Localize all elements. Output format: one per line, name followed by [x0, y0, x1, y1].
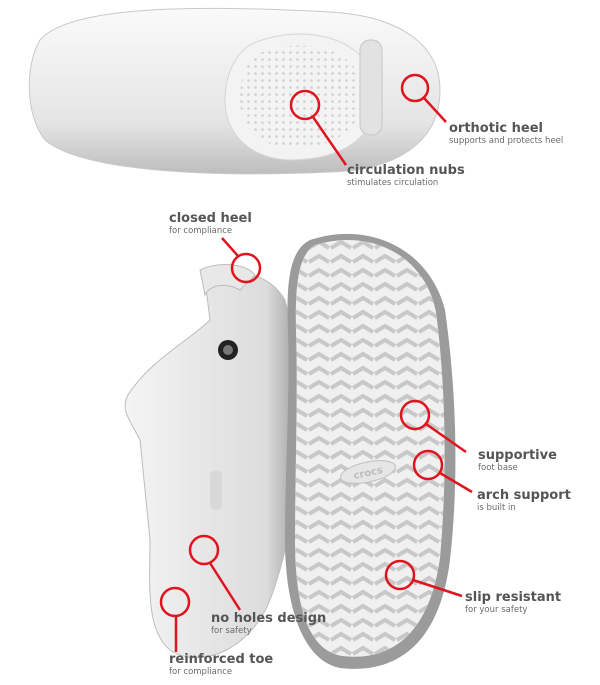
- side-view-clog: [124, 264, 303, 659]
- callout-title: circulation nubs: [347, 163, 465, 178]
- callout-no-holes-design: no holes design for safety: [211, 611, 326, 637]
- callout-title: no holes design: [211, 611, 327, 626]
- top-view-clog: [28, 7, 441, 175]
- callout-title: orthotic heel: [449, 121, 543, 136]
- marker-circulation-nubs: [289, 89, 321, 121]
- callout-subtitle: supports and protects heel: [449, 136, 564, 146]
- marker-closed-heel: [230, 252, 262, 284]
- callout-title: reinforced toe: [169, 652, 274, 667]
- callout-subtitle: is built in: [477, 503, 516, 513]
- callout-supportive: supportive foot base: [478, 448, 557, 474]
- callout-subtitle: for your safety: [465, 605, 528, 615]
- callout-subtitle: foot base: [478, 463, 518, 473]
- callout-subtitle: stimulates circulation: [347, 178, 439, 188]
- marker-arch-support: [412, 449, 444, 481]
- callout-title: slip resistant: [465, 590, 562, 605]
- callout-markers: [159, 73, 473, 652]
- sole-view-clog: crocs: [285, 233, 456, 669]
- callout-circulation-nubs: circulation nubs stimulates circulation: [347, 163, 465, 189]
- marker-orthotic-heel: [400, 73, 430, 103]
- callout-subtitle: for compliance: [169, 667, 233, 677]
- callout-slip-resistant: slip resistant for your safety: [465, 590, 561, 616]
- marker-no-holes-design: [188, 534, 220, 566]
- callout-title: supportive: [478, 448, 557, 463]
- callout-arch-support: arch support is built in: [477, 488, 571, 514]
- callout-closed-heel: closed heel for compliance: [169, 211, 252, 237]
- marker-slip-resistant: [384, 559, 416, 591]
- callout-reinforced-toe: reinforced toe for compliance: [169, 652, 273, 678]
- callout-title: arch support: [477, 488, 571, 503]
- callout-orthotic-heel: orthotic heel supports and protects heel: [449, 121, 563, 147]
- callout-title: closed heel: [169, 211, 252, 226]
- callout-subtitle: for compliance: [169, 226, 233, 236]
- callout-subtitle: for safety: [211, 626, 252, 636]
- marker-supportive: [399, 399, 431, 431]
